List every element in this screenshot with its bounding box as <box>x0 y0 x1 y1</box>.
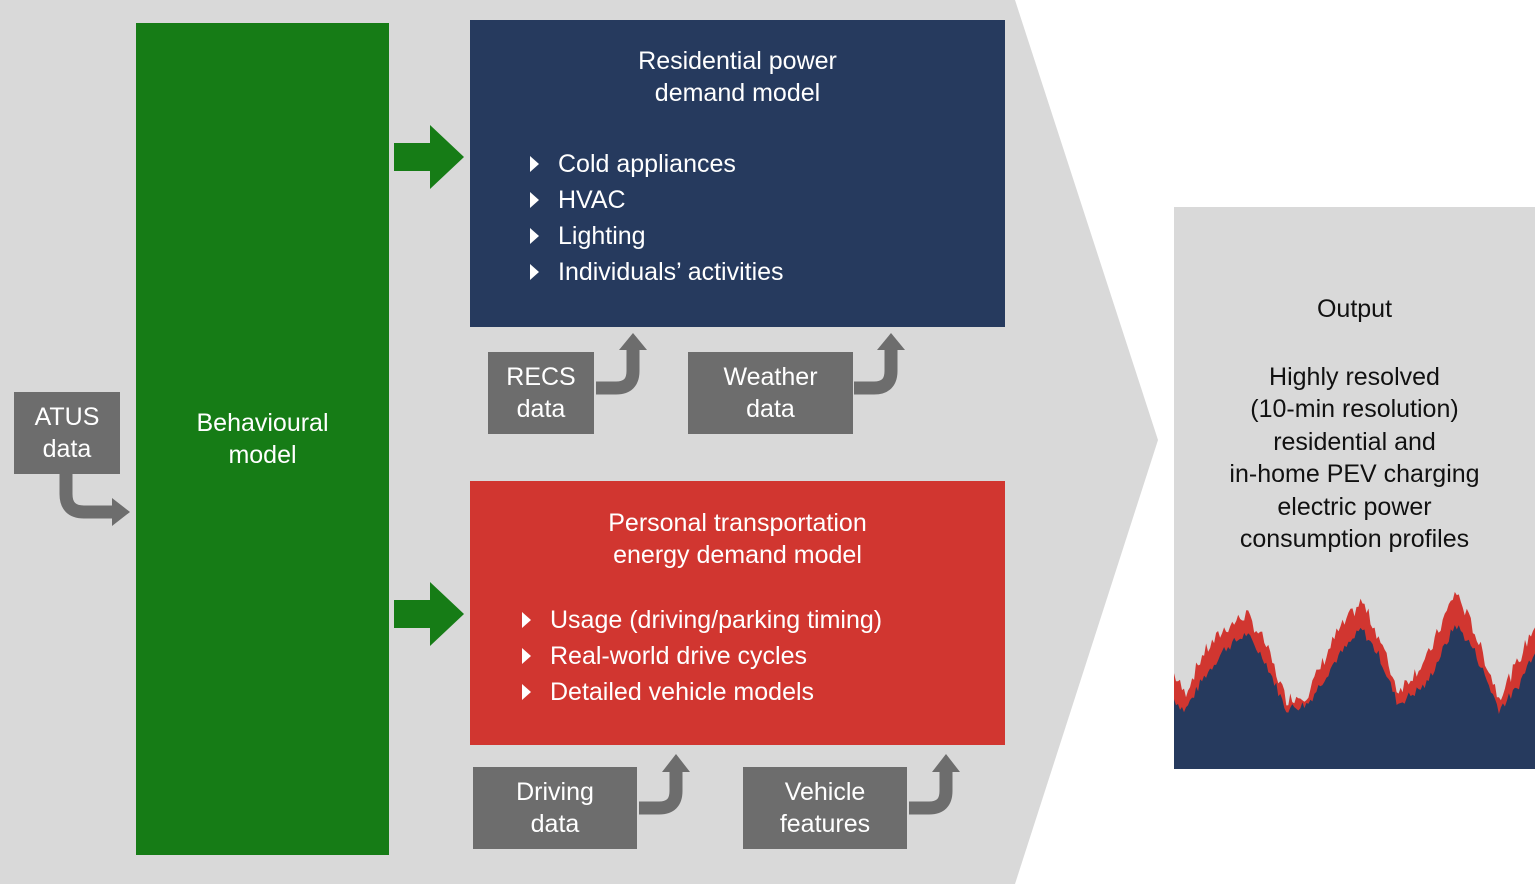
vehicle-features-box: Vehicle features <box>743 767 907 849</box>
behavioural-label-line-2: model <box>228 441 297 469</box>
list-item: Cold appliances <box>528 146 784 182</box>
bullet-triangle-icon <box>530 264 539 280</box>
output-spacer <box>1174 326 1535 361</box>
output-text: Output Highly resolved (10-min resolutio… <box>1174 293 1535 556</box>
output-line-6: consumption profiles <box>1239 525 1470 553</box>
power-profile-chart <box>1174 591 1535 769</box>
output-panel: Output Highly resolved (10-min resolutio… <box>1174 207 1535 769</box>
arrow-to-residential-icon <box>394 125 464 189</box>
driving-label-line-2: data <box>530 810 580 838</box>
bullet-text: Real-world drive cycles <box>550 642 808 670</box>
bent-arrow-vehicle-icon <box>909 754 960 815</box>
bullet-triangle-icon <box>522 648 531 664</box>
bullet-text: Usage (driving/parking timing) <box>550 606 883 634</box>
list-item: Individuals’ activities <box>528 254 784 290</box>
list-item: HVAC <box>528 182 784 218</box>
transportation-title-line-2: energy demand model <box>613 541 862 569</box>
transportation-bullet-list: Usage (driving/parking timing) Real-worl… <box>520 602 882 710</box>
weather-label-line-1: Weather <box>723 363 818 391</box>
bent-arrow-weather-icon <box>854 333 905 395</box>
residential-title-line-1: Residential power <box>638 47 837 75</box>
behavioural-label-line-1: Behavioural <box>196 409 329 437</box>
output-line-5: electric power <box>1277 492 1432 521</box>
arrow-to-transportation-icon <box>394 582 464 646</box>
residential-profile-area <box>1174 625 1535 769</box>
atus-data-box: ATUS data <box>14 392 120 474</box>
bullet-triangle-icon <box>522 612 531 628</box>
bullet-text: HVAC <box>558 186 626 214</box>
output-line-1: Highly resolved <box>1269 362 1440 391</box>
weather-label-line-2: data <box>746 395 795 423</box>
bent-arrow-atus-icon <box>59 474 130 526</box>
transportation-title-line-1: Personal transportation <box>608 509 867 537</box>
output-line-3: residential and <box>1273 427 1436 456</box>
transportation-model-box: Personal transportation energy demand mo… <box>470 481 1005 745</box>
bullet-text: Lighting <box>558 222 646 250</box>
bullet-text: Individuals’ activities <box>558 258 784 286</box>
bullet-triangle-icon <box>530 156 539 172</box>
bullet-triangle-icon <box>522 684 531 700</box>
atus-label-line-1: ATUS <box>34 403 100 431</box>
bent-arrow-driving-icon <box>639 754 690 815</box>
bullet-text: Detailed vehicle models <box>550 678 815 706</box>
behavioural-model-box: Behavioural model <box>136 23 389 855</box>
residential-model-box: Residential power demand model Cold appl… <box>470 20 1005 327</box>
residential-model-title: Residential power demand model <box>470 45 1005 109</box>
list-item: Usage (driving/parking timing) <box>520 602 882 638</box>
residential-bullet-list: Cold appliances HVAC Lighting Individual… <box>528 146 784 290</box>
transportation-model-title: Personal transportation energy demand mo… <box>470 507 1005 571</box>
bent-arrow-recs-icon <box>596 333 647 395</box>
bullet-text: Cold appliances <box>558 150 736 178</box>
driving-data-box: Driving data <box>473 767 637 849</box>
output-line-4: in-home PEV charging <box>1229 460 1480 488</box>
weather-data-box: Weather data <box>688 352 853 434</box>
bullet-triangle-icon <box>530 192 539 208</box>
output-line-2: (10-min resolution) <box>1250 395 1459 423</box>
output-heading: Output <box>1316 295 1393 323</box>
recs-label-line-1: RECS <box>506 363 576 391</box>
residential-title-line-2: demand model <box>654 79 821 107</box>
vehicle-label-line-2: features <box>779 810 871 838</box>
list-item: Real-world drive cycles <box>520 638 882 674</box>
recs-data-box: RECS data <box>488 352 594 434</box>
list-item: Detailed vehicle models <box>520 674 882 710</box>
recs-label-line-2: data <box>516 395 566 423</box>
driving-label-line-1: Driving <box>516 778 594 806</box>
atus-label-line-2: data <box>42 435 92 463</box>
bullet-triangle-icon <box>530 228 539 244</box>
vehicle-label-line-1: Vehicle <box>784 778 866 806</box>
list-item: Lighting <box>528 218 784 254</box>
